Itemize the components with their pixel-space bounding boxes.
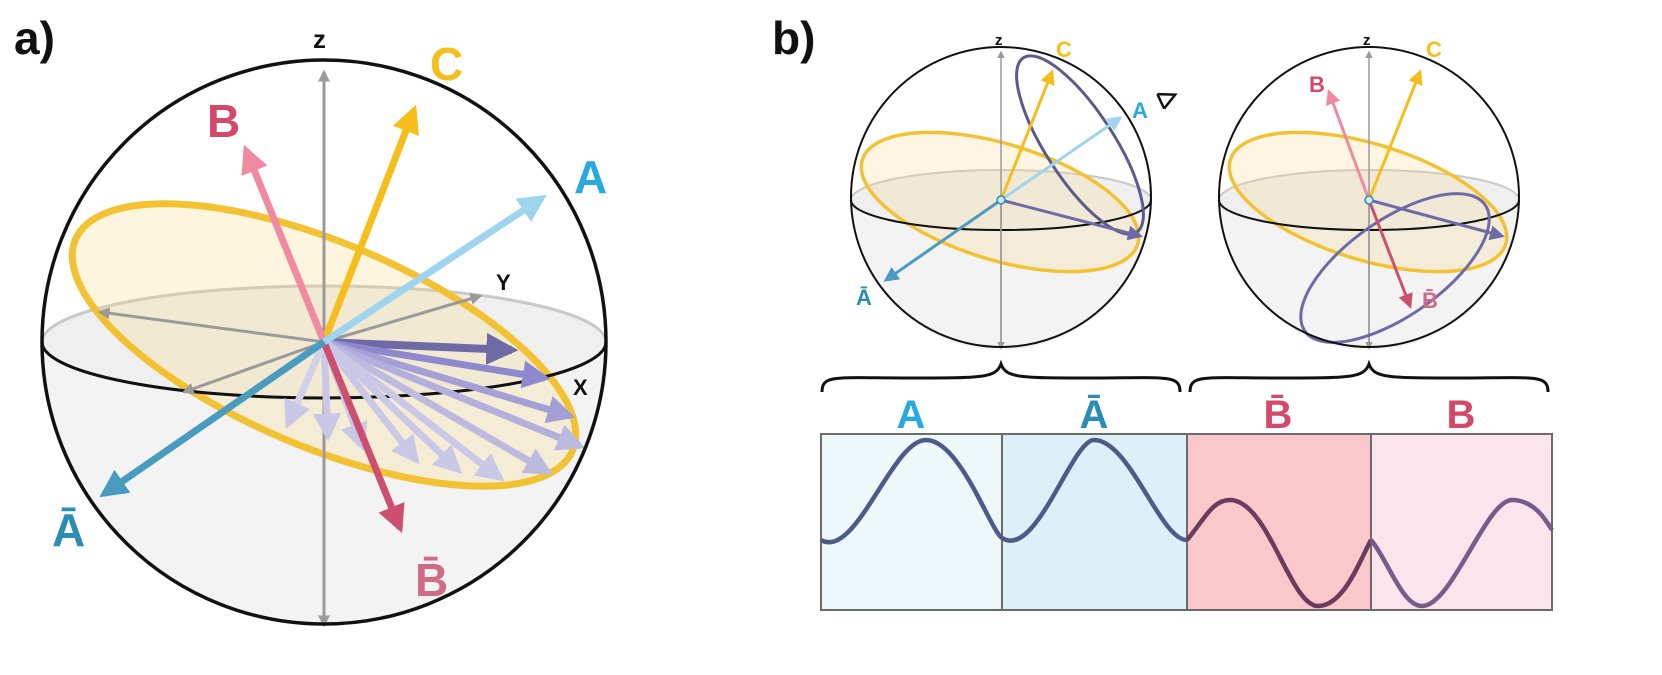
sphere-outline: [1218, 46, 1520, 348]
segment-b-bar-box: [1186, 433, 1372, 611]
panel-a-label: a): [14, 12, 55, 64]
y-axis-arrow: [323, 292, 483, 344]
fan-arrow: [323, 338, 551, 389]
fan-arrow: [313, 341, 342, 442]
origin-dot: [996, 195, 1006, 205]
z-axis-label: z: [313, 24, 326, 54]
right-small-sphere: [1218, 46, 1520, 350]
vector-c-label: C: [1056, 37, 1072, 62]
left-small-sphere: [850, 46, 1178, 350]
segment-label-b-bar: B̄: [1264, 393, 1293, 437]
signal-wave-b-bar: [1185, 497, 1373, 609]
segment-b-box: [1370, 433, 1553, 611]
segment-label-b: B: [1447, 393, 1476, 437]
magnetization-vector: [1368, 198, 1505, 241]
vector-a-label: A: [1132, 98, 1148, 123]
panel-a-sphere: [40, 58, 608, 628]
segment-label-a-bar: Ā: [1080, 393, 1109, 437]
sphere-outline: [850, 46, 1152, 348]
segment-label-a: A: [897, 393, 926, 437]
vector-a-label: A: [574, 151, 607, 203]
vector-c: [1367, 69, 1423, 201]
fan-arrow: [321, 339, 420, 465]
nutation-orbit: [1299, 192, 1491, 344]
vector-c-label: C: [430, 38, 463, 90]
eye-icon: [1156, 92, 1178, 110]
neg-x-axis-arrow: [97, 307, 325, 344]
fan-arrow: [284, 340, 328, 430]
fan-arrow: [321, 339, 463, 474]
vector-b-bar: [320, 340, 405, 534]
vector-a-bar: [883, 198, 1002, 282]
panel-b-label: b): [772, 12, 815, 64]
vector-c: [320, 104, 419, 344]
vector-b: [1326, 89, 1371, 201]
vector-b: [241, 144, 328, 344]
vector-c: [999, 69, 1055, 201]
signal-wave-b: [1369, 497, 1554, 609]
fan-arrow: [323, 332, 519, 365]
vector-b-bar-label: B̄: [1422, 288, 1438, 313]
origin-dot: [1364, 195, 1374, 205]
segment-a-bar-box: [1001, 433, 1188, 611]
z-axis-label: z: [1363, 32, 1371, 49]
vector-a: [322, 194, 547, 345]
fan-arrow: [322, 338, 553, 476]
right-brace: [1188, 359, 1550, 393]
vector-a-bar-label: Ā: [856, 285, 872, 310]
segment-a-box: [820, 433, 1003, 611]
vector-b-bar-label: B̄: [415, 554, 448, 606]
vector-a-bar: [99, 339, 326, 498]
vector-b-label: B: [207, 95, 240, 147]
vector-b-bar: [1367, 199, 1413, 309]
fan-arrow: [322, 338, 586, 451]
vector-a: [1000, 116, 1123, 202]
fan-arrow: [321, 339, 505, 482]
sphere-outline: [40, 58, 608, 626]
signal-strip: [819, 433, 1554, 611]
vector-b-label: B: [1309, 72, 1325, 97]
neg-y-axis-arrow: [181, 340, 325, 395]
vector-a-bar-label: Ā: [52, 504, 85, 556]
y-axis-label: Y: [496, 270, 511, 295]
signal-wave-a: [819, 437, 1188, 545]
left-brace: [820, 359, 1182, 393]
fan-arrow: [322, 338, 576, 423]
z-axis-label: z: [995, 32, 1003, 49]
magnetization-vector: [1000, 198, 1143, 241]
x-axis-label: X: [573, 375, 588, 400]
vector-c-label: C: [1426, 37, 1442, 62]
